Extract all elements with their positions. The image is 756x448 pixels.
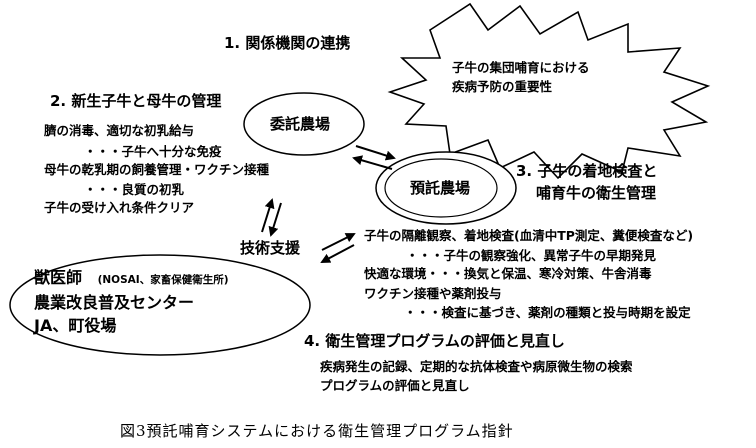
node-gijutsu-shien: 技術支援 (240, 239, 301, 257)
burst-text-line1: 子牛の集団哺育における (452, 60, 590, 75)
itaku-ellipse (243, 92, 365, 156)
vet-main: 獣医師 (34, 268, 83, 287)
yotaku-ellipse-inner (384, 158, 498, 218)
section3-line3: 快適な環境・・・換気と保温、寒冷対策、牛舎消毒 (364, 266, 652, 281)
section3-line4: ワクチン接種や薬剤投与 (364, 286, 502, 301)
vet-sub: (NOSAI、家畜保健衛生所) (97, 274, 229, 286)
section2-line1: 臍の消毒、適切な初乳給与 (44, 123, 195, 138)
arrow-up (261, 198, 275, 233)
section3-title-line1: 3. 子牛の着地検査と (516, 162, 658, 180)
arrow-down (268, 202, 282, 237)
arrow-shien-to-yotaku (321, 233, 356, 251)
arrow-yotaku-to-shien (320, 244, 355, 263)
node-itaku: 委託農場 (270, 115, 331, 133)
section3-title-line2: 哺育牛の衛生管理 (536, 184, 657, 202)
section2-line4: ・・・良質の初乳 (84, 182, 185, 197)
section3-line5: ・・・検査に基づき、薬剤の種類と投与時期を設定 (404, 305, 691, 320)
arrow-yotaku-to-itaku (352, 155, 393, 170)
vet-ellipse (9, 254, 311, 356)
figure-caption: 図3預託哺育システムにおける衛生管理プログラム指針 (120, 422, 514, 440)
section3-line2: ・・・子牛の観察強化、異常子牛の早期発見 (406, 248, 657, 263)
section4-line2: プログラムの評価と見直し (320, 378, 470, 393)
node-yotaku: 預託農場 (410, 179, 471, 197)
section4-line1: 疾病発生の記録、定期的な抗体検査や病原微生物の検索 (320, 359, 633, 374)
section1-title: 1. 関係機関の連携 (224, 34, 351, 52)
burst-shape (387, 2, 711, 180)
vet-title: 獣医師 (NOSAI、家畜保健衛生所) (34, 270, 229, 286)
section2-line5: 子牛の受け入れ条件クリア (44, 200, 195, 215)
section2-line2: ・・・子牛へ十分な免疫 (84, 144, 222, 159)
arrow-itaku-to-yotaku (355, 145, 396, 161)
vet-line3: JA、町役場 (34, 316, 117, 335)
burst-text-line2: 疾病予防の重要性 (452, 79, 553, 94)
section4-title: 4. 衛生管理プログラムの評価と見直し (304, 332, 565, 350)
vet-line2: 農業改良普及センター (34, 293, 195, 312)
section3-line1: 子牛の隔離観察、着地検査(血清中TP測定、糞便検査など) (364, 228, 694, 243)
section2-line3: 母牛の乾乳期の飼養管理・ワクチン接種 (44, 162, 270, 177)
section2-title: 2. 新生子牛と母牛の管理 (50, 92, 222, 110)
